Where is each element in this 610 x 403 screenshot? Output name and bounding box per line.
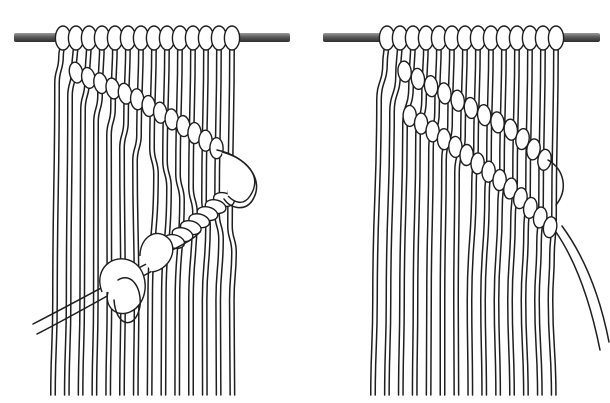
mounting-knots [379,26,563,50]
hanging-cord-edge [481,40,489,395]
hanging-cord [481,40,494,395]
working-cord-edge [556,232,600,350]
forming-loop [140,233,173,272]
hanging-cord [65,40,79,395]
hanging-cord [51,40,66,395]
hanging-cord-edge [512,40,519,395]
hanging-cord [78,40,91,395]
hanging-cord-edge [494,40,502,395]
hanging-cord [147,40,158,395]
hanging-cord-edge [399,40,411,395]
working-cord-edge [562,226,609,342]
hanging-cord-edge [55,40,65,395]
hanging-cord [175,40,184,395]
right-panel [323,26,609,395]
diagonal-bar-upper [68,61,224,159]
left-panel [14,26,290,395]
hanging-cord-edge [389,40,402,395]
hanging-cord [228,40,237,395]
hanging-cord [161,40,171,395]
hanging-cord [467,40,480,395]
hanging-cord [371,40,390,395]
hanging-cord-edge [385,40,398,395]
hanging-cord [494,40,506,395]
hanging-cord-edge [499,40,507,395]
lark-head-knot [548,26,563,50]
mounting-knots [55,26,239,50]
hanging-cord-edge [472,40,481,395]
diagonal-bar-second [403,105,558,238]
hanging-cord-edge [371,40,385,395]
hanging-cord-edge [485,40,493,395]
hanging-cord [508,40,520,395]
hanging-cord-edge [219,40,223,395]
hanging-cord-edge [69,40,78,395]
half-hitch-knot [210,138,223,159]
hanging-cord-edge [228,40,232,395]
hanging-cord-edge [232,40,236,395]
lark-head-knot [224,26,239,50]
